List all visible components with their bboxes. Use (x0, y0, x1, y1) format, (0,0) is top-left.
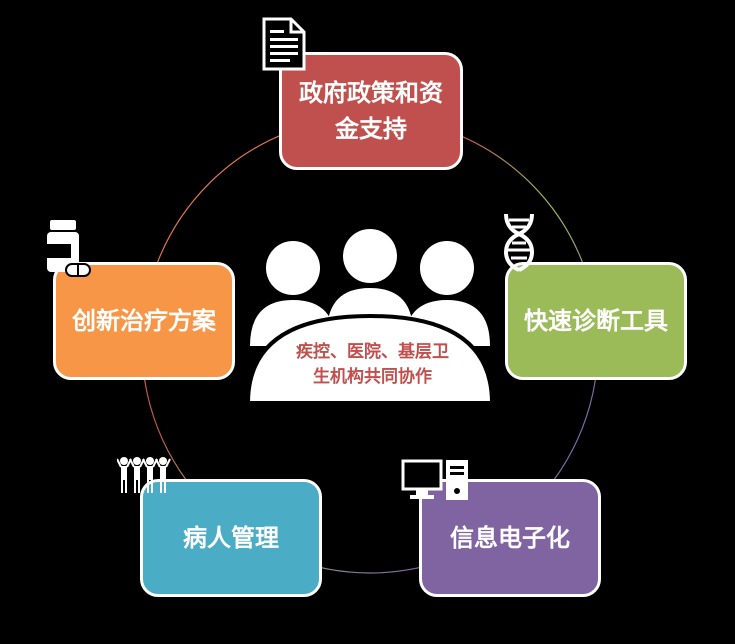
node-patient-management: 病人管理 (140, 479, 322, 597)
center-label-line1: 疾控、医院、基层卫 (296, 342, 449, 362)
node-rapid-diagnostics: 快速诊断工具 (505, 262, 687, 380)
center-label-line2: 生机构共同协作 (313, 367, 432, 387)
dna-icon (503, 213, 535, 272)
node-policy-label-line1: 政府政策和资 (299, 79, 443, 107)
center-label: 疾控、医院、基层卫 生机构共同协作 (255, 340, 490, 390)
node-ehr-label: 信息电子化 (450, 524, 570, 552)
node-diagnostic-label: 快速诊断工具 (524, 307, 668, 335)
node-treatment-label: 创新治疗方案 (72, 307, 216, 335)
node-policy-label-line2: 金支持 (335, 115, 407, 143)
people-group-icon (117, 457, 171, 493)
document-icon (262, 17, 306, 71)
computer-icon (401, 459, 468, 500)
node-patient-label: 病人管理 (183, 524, 279, 552)
medicine-bottle-icon (47, 220, 91, 277)
node-policy-support: 政府政策和资 金支持 (279, 52, 463, 170)
meeting-people-icon (245, 229, 495, 405)
node-innovative-treatment: 创新治疗方案 (53, 262, 235, 380)
